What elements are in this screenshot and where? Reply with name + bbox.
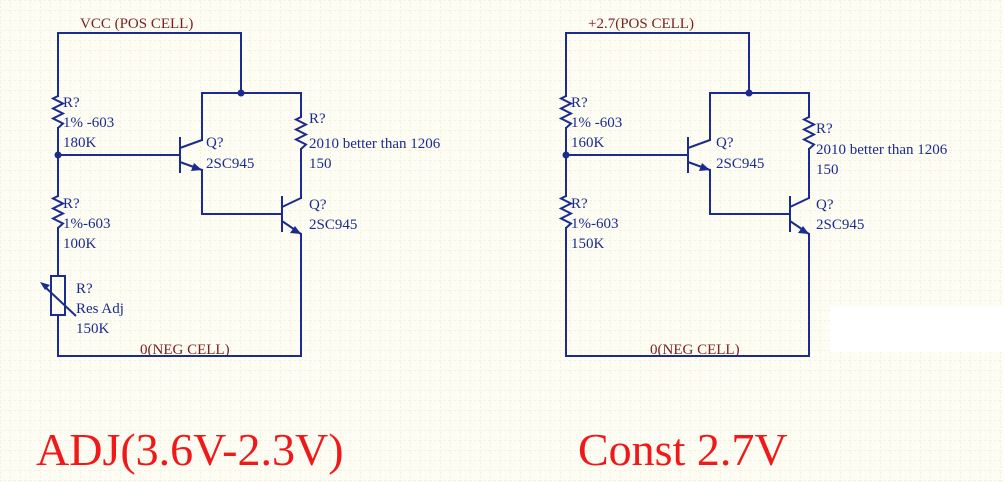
r3-value: 150 <box>309 156 332 172</box>
junction-dot <box>54 151 62 159</box>
r1-tolerance: 1% -603 <box>63 115 114 131</box>
junction-dot <box>745 89 753 97</box>
junction-dot <box>237 89 245 97</box>
q1-designator: Q? <box>206 135 224 151</box>
caption-adj: ADJ(3.6V-2.3V) <box>36 424 344 475</box>
resistor-r3: R? 2010 better than 1206 150 <box>801 116 948 178</box>
adjustable-resistor: R? Res Adj 150K <box>40 275 124 337</box>
r2-value: 100K <box>63 236 97 252</box>
transistor-q1: Q? 2SC945 <box>687 135 764 173</box>
r1-value: 160K <box>571 135 605 151</box>
r1-designator: R? <box>571 95 588 111</box>
r3-note: 2010 better than 1206 <box>816 142 948 158</box>
radj-type: Res Adj <box>76 301 124 317</box>
caption-const: Const 2.7V <box>578 424 788 475</box>
transistor-q2: Q? 2SC945 <box>281 196 357 235</box>
radj-value: 150K <box>76 321 110 337</box>
net-label-vcc: VCC (POS CELL) <box>80 16 193 32</box>
r2-tolerance: 1%-603 <box>63 216 111 232</box>
q2-designator: Q? <box>816 197 834 213</box>
q2-part: 2SC945 <box>816 217 864 233</box>
r2-tolerance: 1%-603 <box>571 216 619 232</box>
r3-designator: R? <box>309 111 326 127</box>
r1-tolerance: 1% -603 <box>571 115 622 131</box>
r2-designator: R? <box>571 196 588 212</box>
junction-dot <box>562 151 570 159</box>
q1-designator: Q? <box>716 135 734 151</box>
r2-designator: R? <box>63 196 80 212</box>
q2-part: 2SC945 <box>309 217 357 233</box>
resistor-r1: R? 1% -603 160K <box>558 95 622 151</box>
adj-circuit: VCC (POS CELL) 0(NEG CELL) R? 1% -603 18… <box>36 16 441 475</box>
r3-designator: R? <box>816 121 833 137</box>
r2-value: 150K <box>571 236 605 252</box>
net-label-neg: 0(NEG CELL) <box>140 342 230 358</box>
resistor-r1: R? 1% -603 180K <box>50 95 114 151</box>
r1-designator: R? <box>63 95 80 111</box>
r1-value: 180K <box>63 135 97 151</box>
net-label-neg: 0(NEG CELL) <box>650 342 740 358</box>
resistor-r3: R? 2010 better than 1206 150 <box>293 111 441 172</box>
q2-designator: Q? <box>309 197 327 213</box>
blank-patch <box>830 306 1004 352</box>
radj-designator: R? <box>76 281 93 297</box>
transistor-q2: Q? 2SC945 <box>789 196 864 235</box>
q1-part: 2SC945 <box>206 156 254 172</box>
wires <box>562 32 810 357</box>
q1-part: 2SC945 <box>716 156 764 172</box>
r3-value: 150 <box>816 162 839 178</box>
resistor-r2: R? 1%-603 100K <box>50 195 111 252</box>
resistor-r2: R? 1%-603 150K <box>558 195 619 252</box>
transistor-q1: Q? 2SC945 <box>179 135 254 173</box>
const-circuit: +2.7(POS CELL) 0(NEG CELL) R? 1% -603 16… <box>558 16 948 475</box>
net-label-pos: +2.7(POS CELL) <box>588 16 694 32</box>
r3-note: 2010 better than 1206 <box>309 136 441 152</box>
wires <box>54 32 302 357</box>
